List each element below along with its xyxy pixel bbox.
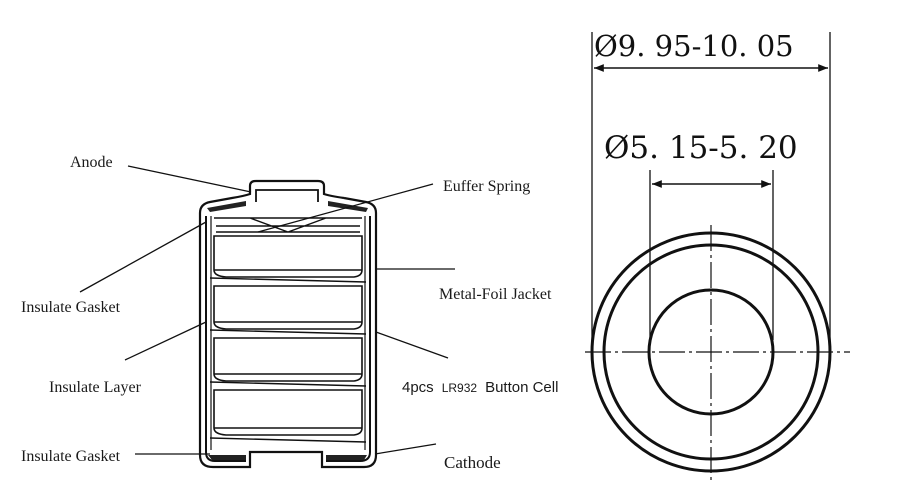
label-insulate-gasket-bottom: Insulate Gasket xyxy=(21,448,121,465)
insulate-layer-lines xyxy=(210,216,366,450)
leader-button-cell xyxy=(375,331,449,359)
label-button-cell-prefix: 4pcs xyxy=(402,379,434,396)
top-right-gasket xyxy=(328,201,368,212)
battery-cross-section xyxy=(198,179,378,469)
label-insulate-layer: Insulate Layer xyxy=(49,379,142,396)
top-left-gasket xyxy=(207,201,246,212)
inner-diameter-label: Ø5. 15-5. 20 xyxy=(604,130,798,166)
label-euffer-spring: Euffer Spring xyxy=(443,178,530,195)
anode-cap xyxy=(198,179,345,214)
metal-foil-jacket-outline xyxy=(198,196,378,469)
cell-separators xyxy=(209,277,367,443)
button-cell-2 xyxy=(213,285,363,330)
label-button-cell-suffix: Button Cell xyxy=(485,379,558,396)
anode-cap-inner xyxy=(255,189,319,202)
leader-cathode xyxy=(374,443,437,455)
leader-anode xyxy=(127,165,252,193)
leader-insulate-gasket-top xyxy=(79,221,207,293)
button-cell-3 xyxy=(213,337,363,382)
jacket-inner-wall xyxy=(205,216,371,462)
label-cathode: Cathode xyxy=(444,453,501,472)
label-metal-foil-jacket: Metal-Foil Jacket xyxy=(439,286,552,303)
label-button-cell-model: LR932 xyxy=(442,381,478,395)
outer-diameter-label: Ø9. 95-10. 05 xyxy=(594,29,794,63)
label-insulate-gasket-top: Insulate Gasket xyxy=(21,299,121,316)
label-anode: Anode xyxy=(70,154,113,171)
leader-lines xyxy=(79,165,455,455)
leader-insulate-layer xyxy=(124,321,207,361)
bottom-left-gasket xyxy=(208,455,246,460)
label-button-cell: 4pcs LR932 Button Cell xyxy=(402,379,558,396)
euffer-spring xyxy=(214,217,362,233)
button-cell-4 xyxy=(213,389,363,436)
button-cells xyxy=(209,235,367,443)
bottom-right-gasket xyxy=(326,455,367,460)
leader-euffer-spring xyxy=(257,183,434,233)
dimension-extension-lines xyxy=(591,32,831,340)
button-cell-1 xyxy=(213,235,363,278)
battery-top-view: Ø9. 95-10. 05 Ø5. 15-5. 20 xyxy=(585,29,850,480)
